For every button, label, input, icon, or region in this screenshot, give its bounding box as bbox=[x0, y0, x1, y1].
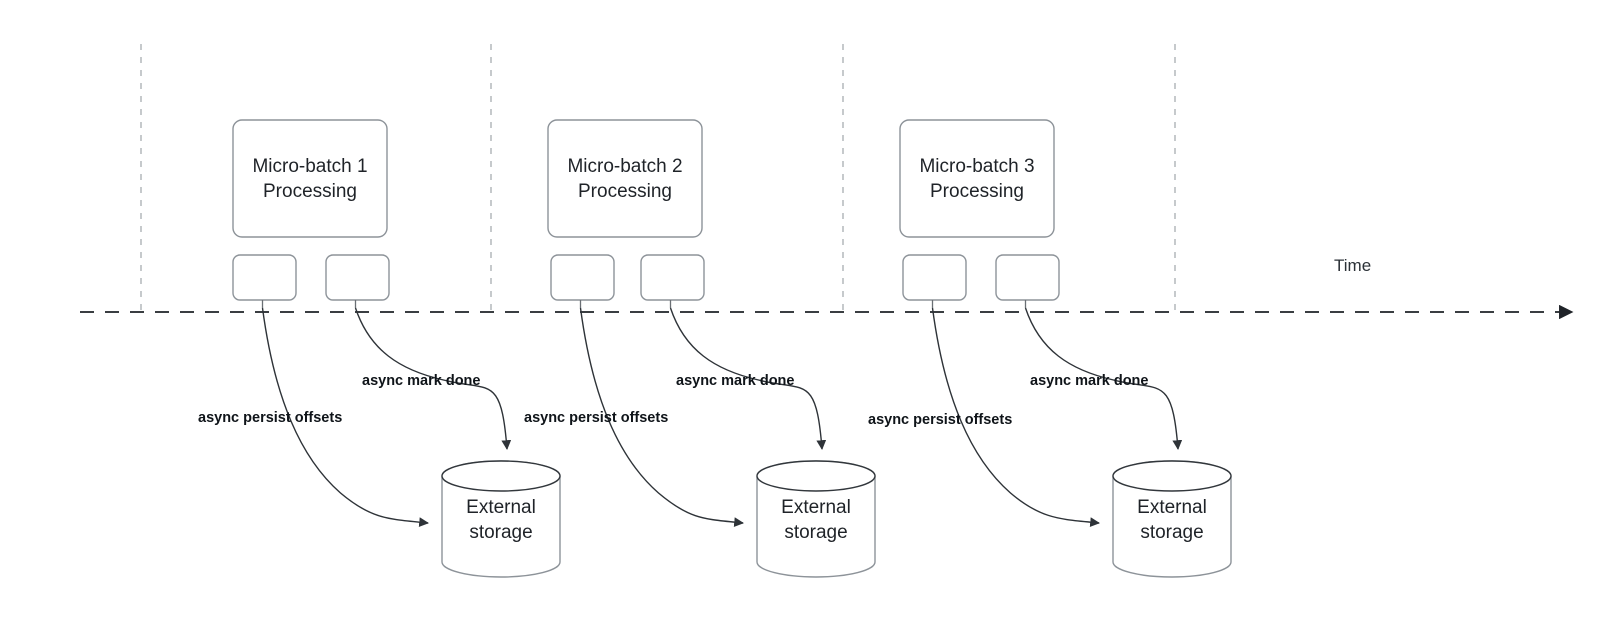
edge-label-async-mark-done-3: async mark done bbox=[1030, 373, 1149, 389]
edge-async-mark-done-2 bbox=[669, 307, 827, 450]
external-storage-top bbox=[756, 460, 876, 492]
event-box-persist-offsets-tick bbox=[232, 254, 297, 301]
edge-label-async-mark-done-1: async mark done bbox=[362, 373, 481, 389]
edge-label-async-persist-offsets-3: async persist offsets bbox=[868, 412, 1013, 428]
event-box-persist-offsets-tick bbox=[902, 254, 967, 301]
edge-async-mark-done-3 bbox=[1024, 307, 1183, 450]
event-box-mark-done-tick bbox=[325, 254, 390, 301]
edge-label-async-mark-done-2: async mark done bbox=[676, 373, 795, 389]
event-box-mark-done-tick bbox=[640, 254, 705, 301]
edge-async-mark-done-1 bbox=[354, 307, 512, 450]
micro-batch-box bbox=[232, 119, 388, 238]
edge-label-async-persist-offsets-1: async persist offsets bbox=[198, 410, 343, 426]
edge-label-async-persist-offsets-2: async persist offsets bbox=[524, 410, 669, 426]
event-box-persist-offsets-tick bbox=[550, 254, 615, 301]
micro-batch-box bbox=[547, 119, 703, 238]
edge-async-persist-offsets-3 bbox=[931, 307, 1100, 527]
time-axis-label: Time bbox=[1334, 256, 1372, 275]
external-storage-top bbox=[1112, 460, 1232, 492]
edge-async-persist-offsets-1 bbox=[261, 307, 429, 527]
external-storage-top bbox=[441, 460, 561, 492]
micro-batch-box bbox=[899, 119, 1055, 238]
event-box-mark-done-tick bbox=[995, 254, 1060, 301]
edge-async-persist-offsets-2 bbox=[579, 307, 744, 527]
